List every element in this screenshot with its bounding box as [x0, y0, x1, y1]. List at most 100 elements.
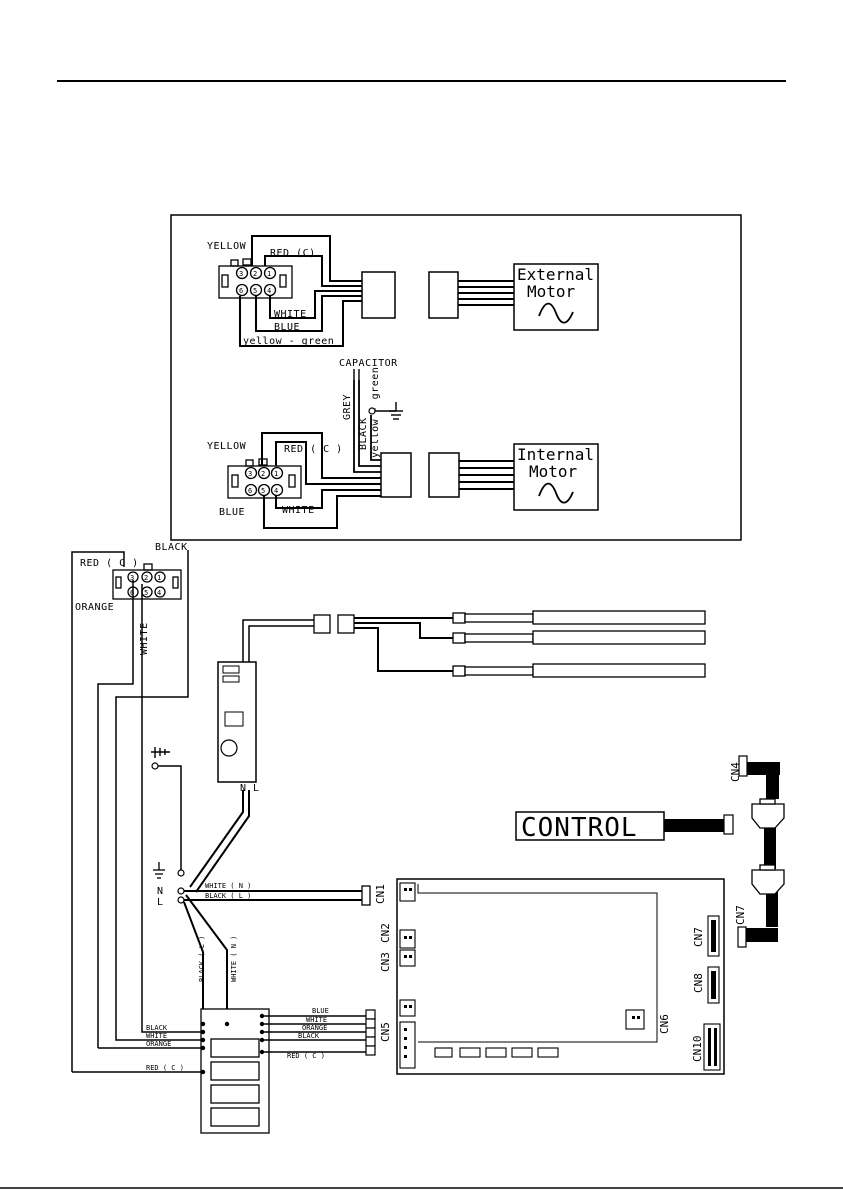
cn5-wires: [262, 1015, 366, 1053]
terminal-cell-4: [210, 1107, 260, 1127]
ribbon-connectors: [751, 798, 785, 895]
white-n-label: WHITE ( N ): [205, 882, 251, 890]
int-pin-3: 3: [248, 470, 252, 478]
sensor-plug-left: [313, 614, 331, 634]
earth-terminal: [177, 869, 185, 877]
internal-cap-wires: [353, 380, 381, 473]
external-motor: [513, 263, 599, 331]
nl-module: [217, 661, 257, 783]
tb-right-orange: ORANGE: [302, 1024, 327, 1032]
control-plug: [723, 814, 734, 835]
int-pin-5: 5: [261, 487, 265, 495]
pcb-connectors: [399, 882, 721, 1071]
cn6-label: CN6: [658, 1014, 671, 1034]
tb-left-white: WHITE: [146, 1032, 167, 1040]
int-pin-1: 1: [274, 470, 278, 478]
cn5-plug: [365, 1009, 376, 1056]
ext-pin-3: 3: [239, 270, 243, 278]
int-pin-4: 4: [274, 487, 278, 495]
cn7-cable-label: CN7: [734, 905, 747, 925]
ext-pin-1: 1: [267, 270, 271, 278]
cn1-plug: [361, 885, 371, 906]
ext-pin-6: 6: [239, 287, 243, 295]
cn10-label: CN10: [691, 1036, 704, 1063]
nl-module-chip-1: [222, 665, 240, 674]
terminal-cell-2: [210, 1061, 260, 1081]
control-label: CONTROL: [521, 813, 638, 843]
white-n-vert-label: WHITE ( N ): [230, 936, 238, 982]
main-orange-label: ORANGE: [75, 602, 114, 613]
earth-icon: [153, 862, 165, 879]
nl-module-knob: [220, 739, 238, 757]
n-terminal: [177, 887, 185, 895]
nl-module-chip-2: [222, 675, 240, 683]
int-red-label: RED ( C ): [284, 444, 343, 455]
internal-plug-right: [428, 452, 460, 498]
motor-box: [170, 214, 742, 541]
cn1-label: CN1: [374, 884, 387, 904]
nl-module-n-label: N: [240, 783, 247, 794]
ext-red-label: RED (C): [270, 248, 316, 259]
sensor-plug-right: [337, 614, 355, 634]
int-blue-label: BLUE: [219, 507, 245, 518]
tb-left-orange: ORANGE: [146, 1040, 171, 1048]
black-l-label: BLACK ( L ): [205, 892, 251, 900]
power-wires: [183, 790, 362, 1024]
tb-right-red: RED ( C ): [287, 1052, 325, 1060]
pcb-connector-pins: [404, 888, 717, 1066]
nl-module-chip-3: [224, 711, 244, 727]
tb-right-blue: BLUE: [312, 1007, 329, 1015]
internal-motor-label-2: Motor: [529, 462, 578, 481]
cn2-label: CN2: [379, 923, 392, 943]
external-wires: [239, 235, 362, 347]
cn5-label: CN5: [379, 1022, 392, 1042]
ground-icon: [375, 402, 403, 420]
outer-wiring: [71, 550, 203, 1073]
power-n-label: N: [157, 886, 164, 897]
main-pcb: [396, 878, 725, 1075]
internal-motor-label-1: Internal: [517, 445, 594, 464]
cn4-label: CN4: [729, 762, 742, 782]
pcb-inner-outline: [417, 884, 658, 1043]
tb-right-white: WHITE: [306, 1016, 327, 1024]
int-yellow-label: YELLOW: [207, 441, 247, 452]
black-label: BLACK: [358, 417, 369, 450]
int-pin-2: 2: [261, 470, 265, 478]
main-pin-1: 1: [157, 574, 161, 582]
external-plug-left: [361, 271, 396, 319]
ext-pin-5: 5: [253, 287, 257, 295]
cn8-label: CN8: [692, 973, 705, 993]
ext-yellow-green-label: yellow - green: [243, 336, 334, 347]
power-l-label: L: [157, 897, 164, 908]
temperature-sensors: [452, 610, 706, 678]
tb-left-black: BLACK: [146, 1024, 168, 1032]
sensor-feed-wires: [242, 619, 314, 662]
cn7-plug: [737, 926, 747, 948]
external-motor-wires: [458, 280, 514, 306]
power-ground-icon: [151, 747, 170, 758]
cn4-plug: [738, 755, 748, 777]
capacitor-label: CAPACITOR: [339, 358, 398, 369]
ext-pin-2: 2: [253, 270, 257, 278]
main-pin-3: 3: [130, 574, 134, 582]
external-motor-sine-icon: [538, 302, 574, 324]
nl-module-l-label: L: [253, 783, 260, 794]
internal-motor: [513, 443, 599, 511]
capacitor-symbol: [353, 369, 360, 380]
ext-white-label: WHITE: [274, 309, 307, 320]
main-red-label: RED ( C ): [80, 558, 139, 569]
ext-pin-4: 4: [267, 287, 271, 295]
black-l-vert-label: BLACK ( L ): [198, 936, 206, 982]
tb-right-black: BLACK: [298, 1032, 320, 1040]
ext-yellow-label: YELLOW: [207, 241, 247, 252]
control-panel[interactable]: [515, 811, 665, 841]
main-pin-4: 4: [157, 589, 161, 597]
cn7-pcb-label: CN7: [692, 927, 705, 947]
l-terminal: [177, 896, 185, 904]
main-pin-5: 5: [144, 589, 148, 597]
ground-lug: [151, 762, 159, 770]
terminal-cell-1: [210, 1038, 260, 1058]
external-motor-label-2: Motor: [527, 282, 576, 301]
main-black-label: BLACK: [155, 542, 188, 553]
